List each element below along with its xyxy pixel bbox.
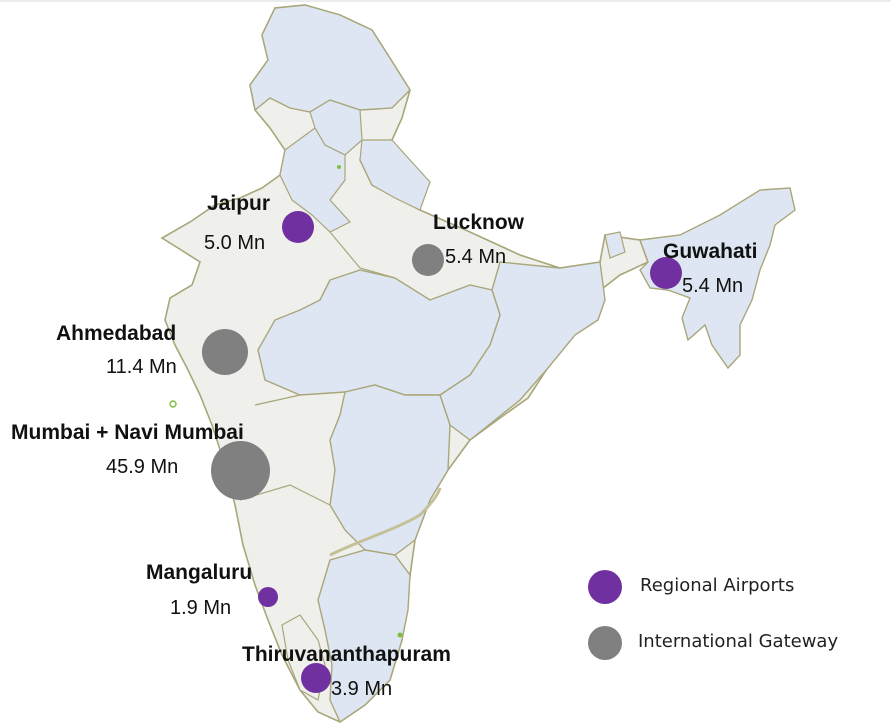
- region-jammu-kashmir: [249, 4, 411, 113]
- legend-regional-dot: [588, 570, 622, 604]
- region-south-central: [329, 384, 451, 556]
- label-jaipur-name: Jaipur: [207, 192, 271, 215]
- label-mumbai-name: Mumbai + Navi Mumbai: [11, 421, 244, 444]
- label-jaipur-value: 5.0 Mn: [204, 232, 266, 254]
- region-punjab-haryana: [279, 127, 351, 233]
- label-mangaluru-name: Mangaluru: [146, 561, 253, 584]
- label-mangaluru-value: 1.9 Mn: [170, 597, 232, 619]
- bubble-thiruvananthapuram: [301, 663, 331, 693]
- bubble-jaipur: [282, 211, 314, 243]
- region-sikkim: [604, 231, 626, 259]
- river-line: [329, 487, 442, 557]
- label-mumbai-value: 45.9 Mn: [106, 456, 179, 478]
- bubble-mangaluru: [258, 587, 278, 607]
- legend-international-label: International Gateway: [638, 631, 839, 652]
- label-lucknow-value: 5.4 Mn: [445, 246, 507, 268]
- bubble-ahmedabad: [202, 329, 248, 375]
- label-ahmedabad-value: 11.4 Mn: [106, 356, 177, 378]
- label-guwahati-name: Guwahati: [663, 240, 758, 263]
- legend-international-dot: [588, 626, 622, 660]
- region-tamil-nadu: [317, 549, 411, 724]
- water-mark-2: [397, 632, 403, 638]
- label-ahmedabad-name: Ahmedabad: [56, 322, 177, 345]
- region-northeast: [639, 187, 796, 370]
- water-mark-1: [169, 400, 177, 408]
- bubble-guwahati: [650, 257, 682, 289]
- bubble-mumbai: [211, 441, 270, 500]
- bubble-lucknow: [412, 244, 444, 276]
- label-guwahati-value: 5.4 Mn: [682, 275, 744, 297]
- label-thiruvananthapuram-value: 3.9 Mn: [331, 678, 393, 700]
- water-mark-3: [337, 165, 341, 169]
- region-uttarakhand: [359, 139, 431, 211]
- legend-regional-label: Regional Airports: [640, 575, 795, 596]
- label-lucknow-name: Lucknow: [433, 211, 525, 234]
- label-thiruvananthapuram-name: Thiruvananthapuram: [242, 643, 451, 666]
- state-boundary-1: [329, 231, 396, 279]
